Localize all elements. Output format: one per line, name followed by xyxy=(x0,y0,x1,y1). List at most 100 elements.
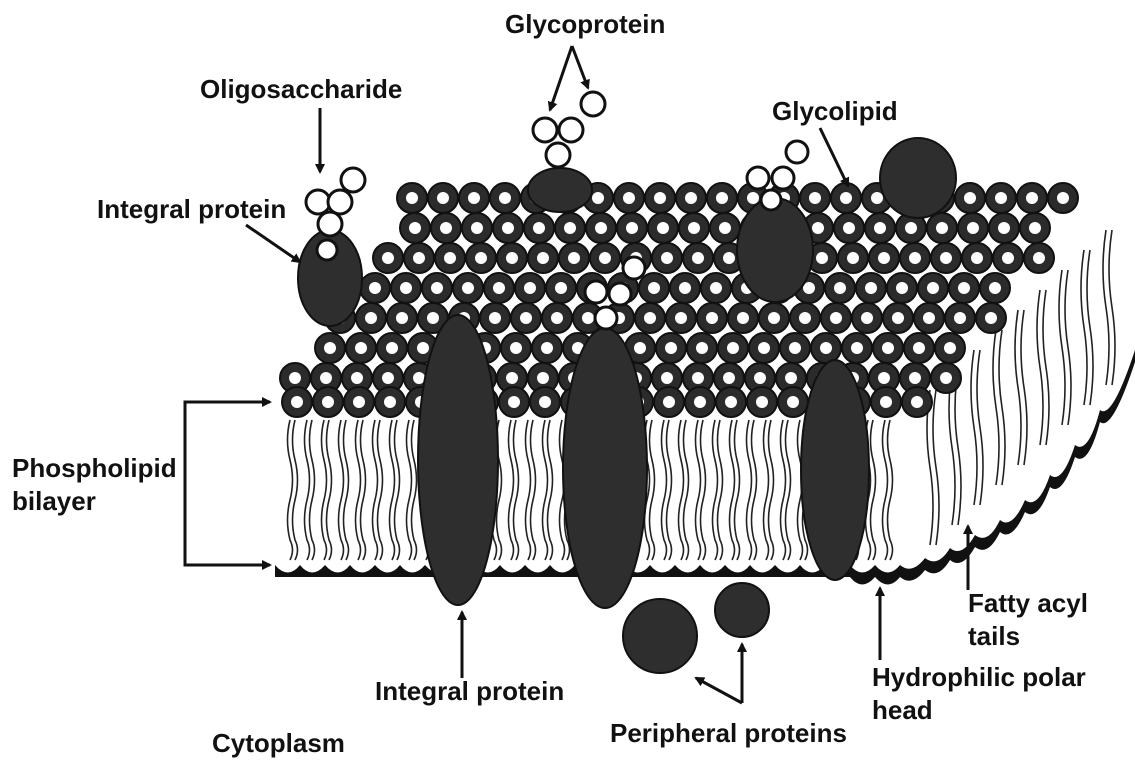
phospholipid-head xyxy=(865,213,895,243)
phospholipid-head xyxy=(873,333,903,363)
phospholipid-head xyxy=(528,243,558,273)
phospholipid-head xyxy=(422,273,452,303)
tail-line xyxy=(1065,270,1071,425)
phospholipid-head xyxy=(501,333,531,363)
tail-line xyxy=(993,330,999,485)
tail-line xyxy=(684,420,689,560)
phospholipid-head xyxy=(778,387,808,417)
phospholipid-head xyxy=(542,303,572,333)
sugar-circle xyxy=(317,240,337,260)
glycoprotein-base xyxy=(528,168,592,212)
phospholipid-head xyxy=(524,213,554,243)
sugar-circle xyxy=(585,281,607,303)
phospholipid-head xyxy=(780,333,810,363)
tail-line xyxy=(327,420,332,560)
phospholipid-head xyxy=(883,303,913,333)
sugar-circle xyxy=(328,190,352,214)
phospholipid-head xyxy=(466,243,496,273)
phospholipid-head xyxy=(530,387,560,417)
label-tails: tails xyxy=(968,621,1020,651)
phospholipid-head xyxy=(391,273,421,303)
phospholipid-head xyxy=(710,213,740,243)
phospholipid-head xyxy=(480,303,510,333)
phospholipid-head xyxy=(790,303,820,333)
phospholipid-head xyxy=(404,243,434,273)
tail-line xyxy=(752,420,757,560)
phospholipid-head xyxy=(955,183,985,213)
sugar-circle xyxy=(786,141,808,163)
phospholipid-head xyxy=(701,273,731,303)
phospholipid-head xyxy=(962,243,992,273)
label-glycoprotein: Glycoprotein xyxy=(505,9,665,39)
phospholipid-head xyxy=(555,213,585,243)
sugar-circle xyxy=(546,143,570,167)
phospholipid-heads xyxy=(280,183,1078,417)
label-integral-protein-bottom: Integral protein xyxy=(375,676,564,706)
phospholipid-head xyxy=(497,243,527,273)
phospholipid-head xyxy=(387,303,417,333)
glycolipid-protein xyxy=(737,198,813,302)
label-cytoplasm: Cytoplasm xyxy=(212,728,345,758)
phospholipid-head xyxy=(559,243,589,273)
tail-line xyxy=(1103,230,1109,385)
phospholipid-head xyxy=(635,303,665,333)
phospholipid-head xyxy=(532,333,562,363)
phospholipid-head xyxy=(493,213,523,243)
label-phospholipid: Phospholipid xyxy=(12,453,177,483)
phospholipid-head xyxy=(904,333,934,363)
phospholipid-head xyxy=(838,243,868,273)
tail-line xyxy=(735,420,740,560)
phospholipid-head xyxy=(980,273,1010,303)
phospholipid-head xyxy=(515,273,545,303)
tail-line xyxy=(1021,310,1027,465)
phospholipid-head xyxy=(614,183,644,213)
sugar-circle xyxy=(609,283,631,305)
tail-line xyxy=(1109,230,1115,385)
phospholipid-head xyxy=(428,183,458,213)
tail-line xyxy=(701,420,706,560)
sugar-circle xyxy=(318,212,342,236)
phospholipid-head xyxy=(373,243,403,273)
phospholipid-head xyxy=(683,243,713,273)
sugar-circle xyxy=(341,168,365,192)
tail-line xyxy=(971,350,977,505)
sugar-circle xyxy=(533,118,557,142)
label-hydrophilic: Hydrophilic polar xyxy=(872,662,1086,692)
phospholipid-head xyxy=(993,243,1023,273)
top-right-protein xyxy=(880,138,956,218)
sugar-circle xyxy=(559,118,583,142)
phospholipid-head xyxy=(377,333,407,363)
phospholipid-head xyxy=(484,273,514,303)
tail-line xyxy=(310,420,315,560)
tail-line xyxy=(786,420,791,560)
phospholipid-head xyxy=(958,213,988,243)
label-peripheral-proteins: Peripheral proteins xyxy=(610,718,847,748)
label-fatty-acyl: Fatty acyl xyxy=(968,588,1088,618)
sugar-circle xyxy=(747,167,769,189)
label-head: head xyxy=(872,695,933,725)
phospholipid-head xyxy=(927,213,957,243)
tail-line xyxy=(378,420,383,560)
phospholipid-head xyxy=(707,183,737,213)
phospholipid-head xyxy=(499,387,529,417)
phospholipid-head xyxy=(902,387,932,417)
sugar-circle xyxy=(772,167,794,189)
phospholipid-head xyxy=(852,303,882,333)
phospholipid-head xyxy=(800,183,830,213)
label-integral-protein-top: Integral protein xyxy=(97,194,286,224)
label-bilayer: bilayer xyxy=(12,486,96,516)
phospholipid-head xyxy=(759,303,789,333)
phospholipid-head xyxy=(931,363,961,393)
phospholipid-head xyxy=(728,303,758,333)
tail-line xyxy=(344,420,349,560)
glycolipid-arrow xyxy=(820,128,848,186)
phospholipid-head xyxy=(931,243,961,273)
phospholipid-head xyxy=(716,387,746,417)
phospholipid-head xyxy=(645,183,675,213)
tail-line xyxy=(955,370,961,525)
phospholipid-head xyxy=(400,213,430,243)
phospholipid-head xyxy=(490,183,520,213)
tail-line xyxy=(531,420,536,560)
phospholipid-head xyxy=(856,273,886,303)
